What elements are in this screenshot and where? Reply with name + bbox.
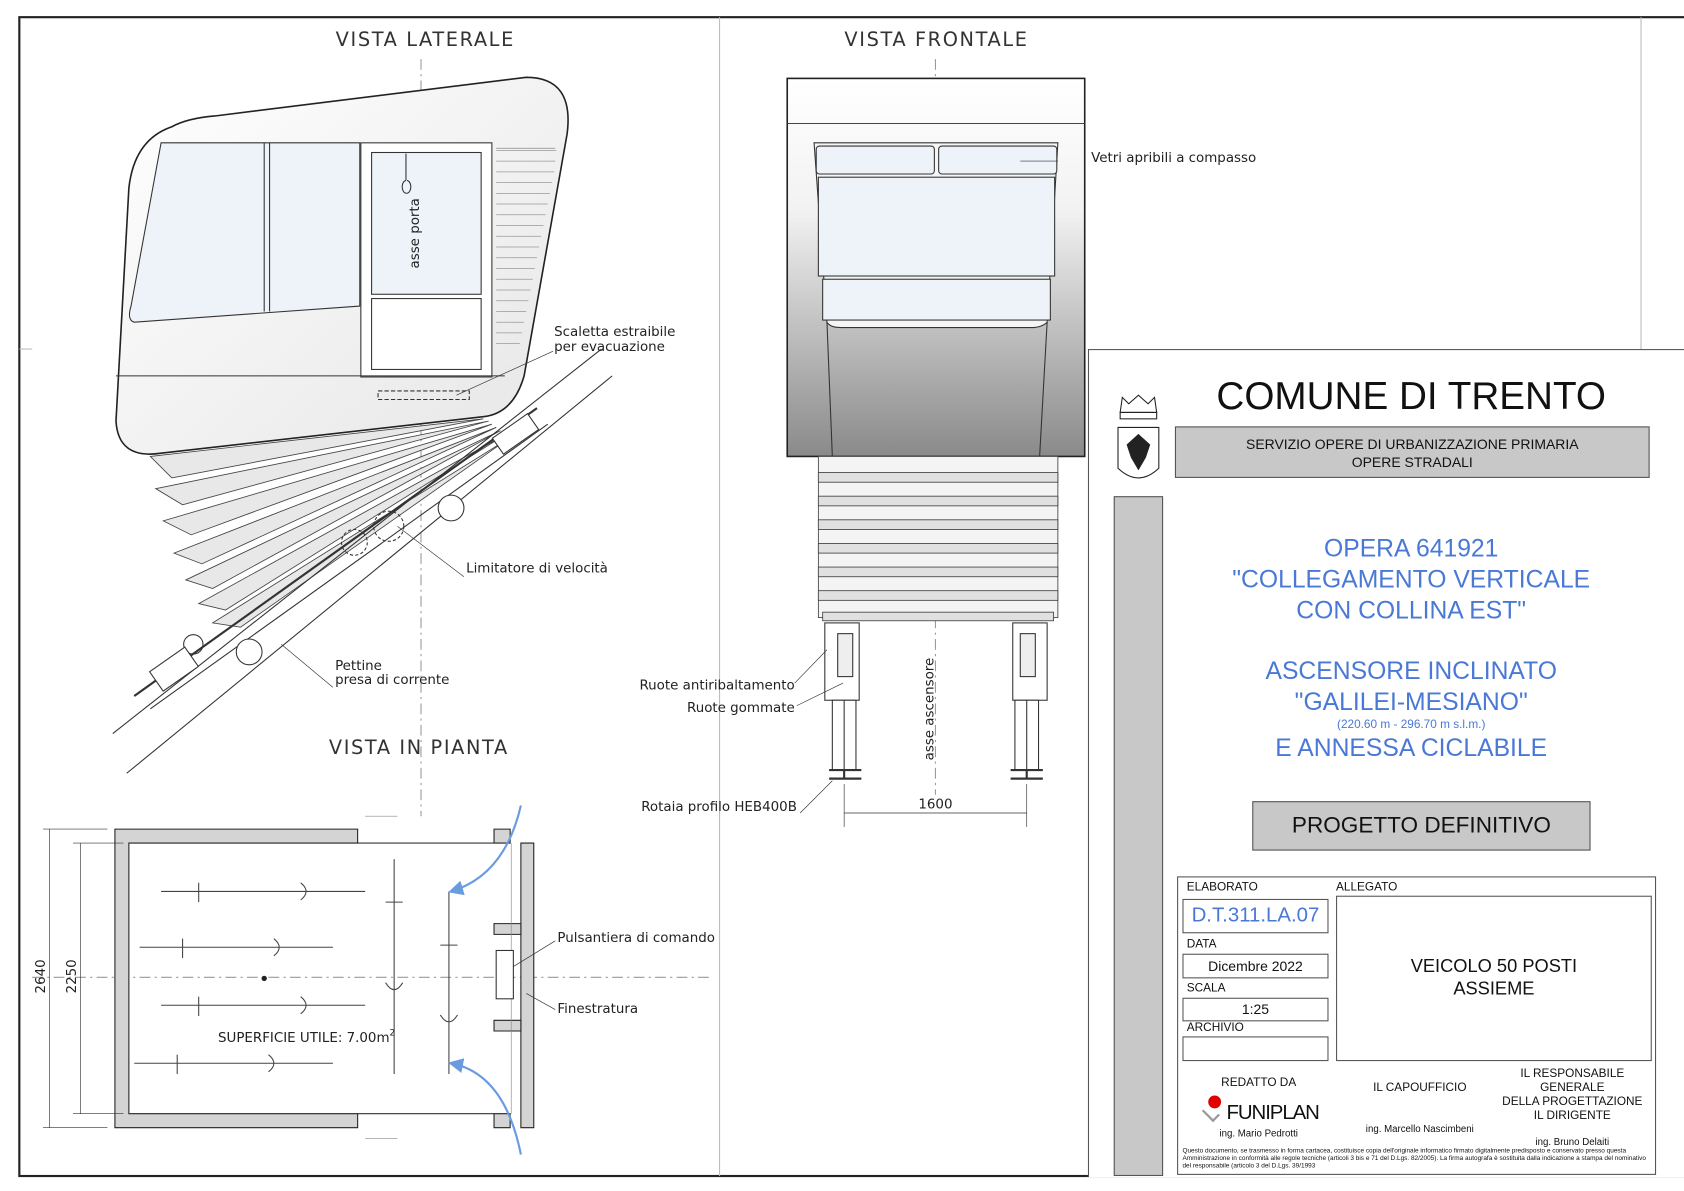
signature-manager: IL RESPONSABILE GENERALE DELLA PROGETTAZ… <box>1490 1068 1655 1150</box>
allegato-line-1: VEICOLO 50 POSTI <box>1410 955 1578 977</box>
frontal-view-title: VISTA FRONTALE <box>844 28 1028 51</box>
role-manager-3: IL DIRIGENTE <box>1533 1109 1611 1123</box>
outer-width-dimension: 2640 <box>34 959 49 993</box>
elaborato-code: D.T.311.LA.07 <box>1182 898 1329 934</box>
frontal-view-bellows <box>817 456 1059 622</box>
phase-box: PROGETTO DEFINITIVO <box>1252 801 1591 851</box>
role-manager-1: IL RESPONSABILE GENERALE <box>1520 1067 1625 1095</box>
work-line-3: CON COLLINA EST" <box>1296 596 1527 624</box>
inner-width-dimension: 2250 <box>65 959 80 993</box>
allegato-line-2: ASSIEME <box>1453 978 1535 999</box>
elaborato-label: ELABORATO <box>1186 880 1258 894</box>
role-manager-2: DELLA PROGETTAZIONE <box>1502 1095 1643 1109</box>
usable-area-label: SUPERFICIE UTILE: 7.00m2 <box>218 1028 395 1045</box>
rubber-wheels-label: Ruote gommate <box>687 701 795 716</box>
data-label: DATA <box>1186 937 1217 951</box>
windows-label: Vetri apribili a compasso <box>1091 151 1256 166</box>
lift-line-2: "GALILEI-MESIANO" <box>1294 687 1528 716</box>
rail-label: Rotaia profilo HEB400B <box>641 800 797 815</box>
scala-label: SCALA <box>1186 981 1226 995</box>
frontal-view-bogies <box>824 622 1048 780</box>
service-box: SERVIZIO OPERE DI URBANIZZAZIONE PRIMARI… <box>1174 426 1650 478</box>
document-info: ELABORATO ALLEGATO D.T.311.LA.07 VEICOLO… <box>1177 876 1657 1175</box>
legal-footnote: Questo documento, se trasmesso in forma … <box>1182 1148 1646 1170</box>
date-value: Dicembre 2022 <box>1182 953 1329 979</box>
lateral-view-bellows <box>149 418 510 628</box>
lateral-view-rail <box>112 348 613 774</box>
allegato-box: VEICOLO 50 POSTI ASSIEME <box>1336 895 1652 1062</box>
allegato-label: ALLEGATO <box>1336 880 1398 894</box>
name-head: ing. Marcello Nascimbeni <box>1365 1123 1474 1135</box>
logo-text: FUNIPLAN <box>1226 1101 1319 1125</box>
archivio-label: ARCHIVIO <box>1186 1021 1244 1035</box>
municipality-name: COMUNE DI TRENTO <box>1216 373 1606 418</box>
ladder-label-1: Scaletta estraibile <box>554 325 675 340</box>
door-axis-label: asse porta <box>408 198 423 268</box>
plan-dimensions <box>42 828 556 1129</box>
funiplan-logo: FUNIPLAN <box>1200 1095 1320 1125</box>
lift-line-4: E ANNESSA CICLABILE <box>1275 733 1548 762</box>
signature-head: IL CAPOUFFICIO ing. Marcello Nascimbeni <box>1339 1081 1500 1134</box>
glazing-label: Finestratura <box>557 1002 638 1017</box>
speed-limiter-label: Limitatore di velocità <box>466 560 608 576</box>
plan-view-cabin <box>32 805 709 1155</box>
archive-value <box>1182 1036 1329 1062</box>
lift-title: ASCENSORE INCLINATO "GALILEI-MESIANO" (2… <box>1175 655 1648 763</box>
side-bar <box>1113 496 1164 1177</box>
control-panel-label: Pulsantiera di comando <box>557 931 715 946</box>
antitip-wheels-label: Ruote antiribaltamento <box>639 678 794 693</box>
ladder-label-2: per evacuazione <box>554 340 665 355</box>
frontal-view-cabin <box>786 59 1086 795</box>
lift-line-1: ASCENSORE INCLINATO <box>1265 656 1557 685</box>
work-title: OPERA 641921 "COLLEGAMENTO VERTICALE CON… <box>1175 533 1648 626</box>
lateral-view-cabin <box>115 59 569 817</box>
service-line-1: SERVIZIO OPERE DI URBANIZZAZIONE PRIMARI… <box>1246 436 1579 453</box>
plan-view-title: VISTA IN PIANTA <box>329 736 509 759</box>
sheet-border <box>18 16 1684 1178</box>
name-manager: ing. Bruno Delaiti <box>1535 1136 1610 1148</box>
title-block: COMUNE DI TRENTO SERVIZIO OPERE DI URBAN… <box>1087 349 1684 1178</box>
role-drafted: REDATTO DA <box>1221 1076 1297 1090</box>
gauge-dimension: 1600 <box>918 798 952 813</box>
municipality-crest <box>1116 393 1161 485</box>
scale-value: 1:25 <box>1182 997 1329 1022</box>
work-line-2: "COLLEGAMENTO VERTICALE <box>1232 564 1591 593</box>
lift-axis-label: asse ascensore <box>922 658 937 761</box>
signature-drafted: REDATTO DA FUNIPLAN ing. Mario Pedrotti <box>1178 1076 1339 1138</box>
service-line-2: OPERE STRADALI <box>1351 454 1473 471</box>
work-line-1: OPERA 641921 <box>1323 533 1499 562</box>
lateral-view-title: VISTA LATERALE <box>336 28 515 51</box>
name-drafted: ing. Mario Pedrotti <box>1219 1127 1298 1139</box>
role-head: IL CAPOUFFICIO <box>1373 1081 1467 1095</box>
bicycles <box>134 859 458 1074</box>
comb-label-1: Pettine <box>335 659 382 674</box>
comb-label-2: presa di corrente <box>335 673 449 688</box>
lift-altitude: (220.60 m - 296.70 m s.l.m.) <box>1337 718 1486 732</box>
